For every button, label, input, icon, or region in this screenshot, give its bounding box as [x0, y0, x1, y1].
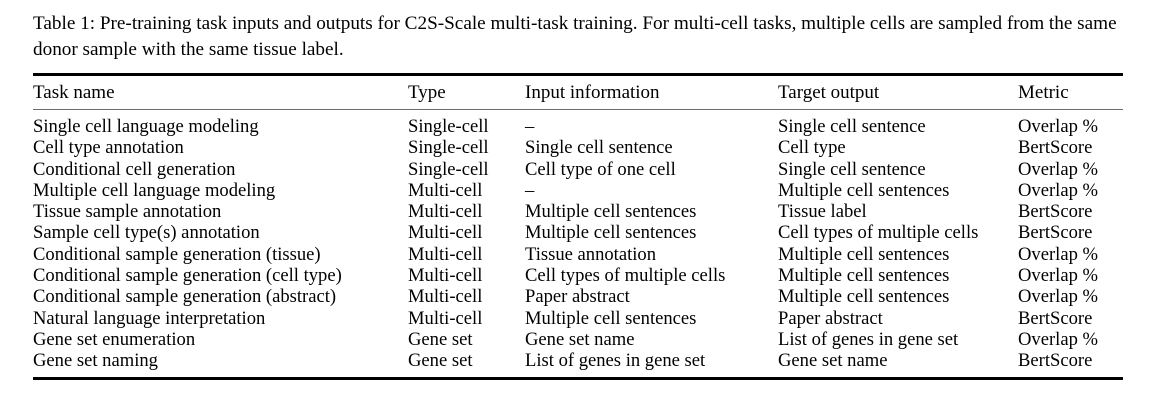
cell-target-output: Cell type [778, 137, 846, 159]
table-body: Single cell language modeling Single-cel… [33, 110, 1123, 380]
cell-task-name: Sample cell type(s) annotation [33, 222, 260, 244]
cell-input-information: Multiple cell sentences [525, 222, 697, 244]
cell-target-output: Single cell sentence [778, 158, 926, 180]
table-row: Single cell language modeling Single-cel… [33, 110, 1123, 138]
cell-task-name: Gene set naming [33, 350, 408, 380]
cell-metric: BertScore [1018, 201, 1093, 223]
cell-task-name: Conditional sample generation (tissue) [33, 243, 321, 265]
cell-target-output: Single cell sentence [778, 116, 926, 137]
cell-input-information: Paper abstract [525, 286, 630, 308]
cell-task-name: Conditional sample generation (abstract) [33, 286, 337, 308]
table-row: Conditional sample generation (abstract)… [33, 286, 1123, 307]
cell-input-information: Single cell sentence [525, 137, 673, 159]
table-row: Cell type annotation Single-cell Single … [33, 137, 1123, 158]
cell-target-output: Multiple cell sentences [778, 243, 950, 265]
cell-task-name: Natural language interpretation [33, 307, 266, 329]
cell-target-output: Paper abstract [778, 307, 883, 329]
table-row: Sample cell type(s) annotation Multi-cel… [33, 222, 1123, 243]
table-row: Tissue sample annotation Multi-cell Mult… [33, 201, 1123, 222]
pretraining-tasks-table: Task name Type Input information Target … [33, 73, 1123, 380]
cell-input-information: List of genes in gene set [525, 350, 778, 380]
cell-input-information: – [525, 116, 535, 137]
cell-type: Single-cell [408, 137, 489, 159]
cell-metric: Overlap % [1018, 243, 1099, 265]
cell-type: Multi-cell [408, 286, 483, 308]
cell-type: Single-cell [408, 116, 489, 137]
cell-type: Multi-cell [408, 179, 483, 201]
cell-target-output: Multiple cell sentences [778, 265, 950, 287]
cell-task-name: Conditional cell generation [33, 158, 236, 180]
cell-input-information: – [525, 179, 535, 201]
cell-input-information: Multiple cell sentences [525, 307, 697, 329]
table-row: Gene set naming Gene set List of genes i… [33, 350, 1123, 380]
table-header-row: Task name Type Input information Target … [33, 73, 1123, 110]
table-row: Multiple cell language modeling Multi-ce… [33, 180, 1123, 201]
cell-task-name: Multiple cell language modeling [33, 179, 276, 201]
cell-metric: BertScore [1018, 350, 1123, 380]
cell-target-output: Cell types of multiple cells [778, 222, 979, 244]
column-header-metric: Metric [1018, 73, 1123, 110]
column-header-target-output: Target output [778, 73, 1018, 110]
cell-type: Gene set [408, 350, 525, 380]
cell-input-information: Cell type of one cell [525, 158, 676, 180]
table-row: Conditional cell generation Single-cell … [33, 159, 1123, 180]
column-header-input-information: Input information [525, 73, 778, 110]
table-container: Task name Type Input information Target … [33, 73, 1123, 380]
cell-metric: BertScore [1018, 222, 1093, 244]
cell-type: Multi-cell [408, 222, 483, 244]
cell-metric: Overlap % [1018, 265, 1099, 287]
table-row: Gene set enumeration Gene set Gene set n… [33, 329, 1123, 350]
table-row: Conditional sample generation (cell type… [33, 265, 1123, 286]
cell-task-name: Cell type annotation [33, 137, 184, 159]
cell-target-output: Multiple cell sentences [778, 179, 950, 201]
cell-metric: Overlap % [1018, 158, 1099, 180]
cell-type: Multi-cell [408, 243, 483, 265]
cell-task-name: Single cell language modeling [33, 116, 259, 137]
cell-target-output: Gene set name [778, 350, 1018, 380]
cell-input-information: Gene set name [525, 328, 635, 350]
cell-type: Gene set [408, 328, 473, 350]
column-header-task-name: Task name [33, 73, 408, 110]
cell-task-name: Tissue sample annotation [33, 201, 222, 223]
table-row: Conditional sample generation (tissue) M… [33, 244, 1123, 265]
cell-target-output: Multiple cell sentences [778, 286, 950, 308]
cell-metric: Overlap % [1018, 286, 1099, 308]
cell-type: Single-cell [408, 158, 489, 180]
cell-target-output: List of genes in gene set [778, 328, 959, 350]
cell-task-name: Conditional sample generation (cell type… [33, 265, 342, 287]
cell-input-information: Cell types of multiple cells [525, 265, 726, 287]
cell-metric: BertScore [1018, 307, 1093, 329]
cell-metric: Overlap % [1018, 328, 1099, 350]
cell-input-information: Multiple cell sentences [525, 201, 697, 223]
table-row: Natural language interpretation Multi-ce… [33, 308, 1123, 329]
cell-metric: BertScore [1018, 137, 1093, 159]
cell-target-output: Tissue label [778, 201, 867, 223]
cell-input-information: Tissue annotation [525, 243, 657, 265]
cell-metric: Overlap % [1018, 179, 1099, 201]
cell-type: Multi-cell [408, 265, 483, 287]
cell-task-name: Gene set enumeration [33, 328, 196, 350]
column-header-type: Type [408, 73, 525, 110]
cell-type: Multi-cell [408, 307, 483, 329]
cell-metric: Overlap % [1018, 116, 1099, 137]
table-caption: Table 1: Pre-training task inputs and ou… [33, 13, 1117, 60]
cell-type: Multi-cell [408, 201, 483, 223]
table-header: Task name Type Input information Target … [33, 73, 1123, 110]
